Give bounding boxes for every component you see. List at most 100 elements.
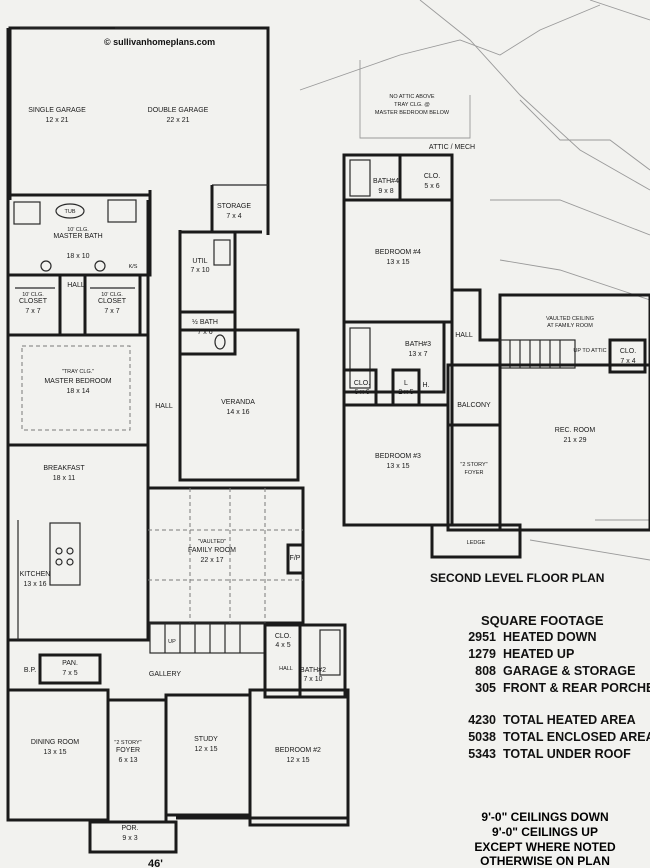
- tub-label: TUB: [65, 209, 76, 215]
- veranda-size: 14 x 16: [227, 409, 250, 416]
- closet-top-size: 5 x 6: [424, 183, 439, 190]
- rec-room-label: REC. ROOM: [555, 427, 596, 434]
- roof-outline: [299, 0, 650, 561]
- hall-label: HALL: [155, 403, 173, 410]
- footage-label: TOTAL UNDER ROOF: [503, 747, 631, 761]
- closet-label: CLO.: [275, 633, 291, 640]
- footage-row: 4230 TOTAL HEATED AREA: [458, 713, 636, 727]
- first-floor-walls: [6, 26, 350, 854]
- pantry-size: 7 x 5: [62, 670, 77, 677]
- hall-small-label: HALL: [279, 666, 293, 672]
- bedroom4-size: 13 x 15: [387, 259, 410, 266]
- closet-right-label: CLO.: [620, 348, 636, 355]
- master-bedroom-note: "TRAY CLG.": [62, 369, 94, 375]
- attic-note-line-1: NO ATTIC ABOVE: [389, 94, 434, 100]
- half-bath-label: ½ BATH: [192, 318, 218, 326]
- bath3-label: BATH#3: [405, 341, 431, 348]
- double-garage-size: 22 x 21: [167, 117, 190, 124]
- footage-row: 5343 TOTAL UNDER ROOF: [458, 747, 631, 761]
- footage-label: TOTAL HEATED AREA: [503, 713, 636, 727]
- porch-size: 9 x 3: [122, 835, 137, 842]
- gallery-label: GALLERY: [149, 671, 181, 678]
- util-label: UTIL: [192, 258, 207, 265]
- closet-left-label: CLO.: [354, 380, 370, 387]
- square-footage-title: SQUARE FOOTAGE: [481, 613, 604, 628]
- master-bath-label: MASTER BATH: [53, 233, 102, 240]
- bedroom2-size: 12 x 15: [287, 757, 310, 764]
- kitchen-label: KITCHEN: [20, 571, 51, 578]
- vaulted-note-line-2: AT FAMILY ROOM: [547, 323, 593, 329]
- master-bedroom-label: MASTER BEDROOM: [44, 378, 111, 385]
- bedroom3-label: BEDROOM #3: [375, 453, 421, 460]
- footage-number: 2951: [468, 630, 496, 644]
- closet-right-size: 7 x 7: [104, 308, 119, 315]
- bath4-label: BATH#4: [373, 178, 399, 185]
- ceiling-note-line: 9'-0" CEILINGS DOWN: [481, 810, 609, 824]
- rec-room-size: 21 x 29: [564, 437, 587, 444]
- foyer-note: "2 STORY": [114, 740, 141, 746]
- footage-number: 4230: [468, 713, 496, 727]
- linen-closet-label: L: [404, 380, 408, 387]
- ceiling-note-line: EXCEPT WHERE NOTED: [474, 840, 616, 854]
- stair-up-label: UP: [168, 639, 176, 645]
- bedroom3-size: 13 x 15: [387, 463, 410, 470]
- half-bath-size: 7 x 6: [197, 329, 212, 336]
- width-dimension: 46': [148, 858, 163, 868]
- study-size: 12 x 15: [195, 746, 218, 753]
- closet-top-label: CLO.: [424, 173, 440, 180]
- footage-label: TOTAL ENCLOSED AREA: [503, 730, 650, 744]
- double-garage-label: DOUBLE GARAGE: [148, 107, 209, 114]
- footage-number: 1279: [468, 647, 496, 661]
- vaulted-note-line-1: VAULTED CEILING: [546, 316, 594, 322]
- footage-number: 5343: [468, 747, 496, 761]
- bedroom4-label: BEDROOM #4: [375, 249, 421, 256]
- foyer-note-line-1: "2 STORY": [460, 462, 487, 468]
- hall-top-label: HALL: [67, 282, 85, 289]
- closet-right-label: CLOSET: [98, 298, 127, 305]
- study-label: STUDY: [194, 736, 218, 743]
- family-room-label: FAMILY ROOM: [188, 547, 236, 554]
- closet-right-note: 10' CLG.: [101, 292, 123, 298]
- bp-label: B.P.: [24, 667, 36, 674]
- family-room-size: 22 x 17: [201, 557, 224, 564]
- bath3-size: 13 x 7: [408, 351, 427, 358]
- ledge-label: LEDGE: [467, 540, 486, 546]
- foyer-note-line-2: FOYER: [465, 470, 484, 476]
- first-floor-labels: SINGLE GARAGE 12 x 21 DOUBLE GARAGE 22 x…: [19, 107, 326, 842]
- dining-size: 13 x 15: [44, 749, 67, 756]
- balcony-label: BALCONY: [457, 402, 491, 409]
- second-floor-walls: [342, 153, 650, 559]
- bath4-size: 9 x 8: [378, 188, 393, 195]
- fireplace-label: F/P: [290, 555, 301, 562]
- footage-label: HEATED UP: [503, 647, 575, 661]
- closet-size: 4 x 5: [275, 642, 290, 649]
- breakfast-label: BREAKFAST: [43, 465, 85, 472]
- footage-number: 305: [475, 681, 496, 695]
- closet-left-size: 7 x 7: [25, 308, 40, 315]
- bath2-label: BATH#2: [300, 667, 326, 674]
- ceiling-note-line: OTHERWISE ON PLAN: [480, 854, 610, 868]
- single-garage-size: 12 x 21: [46, 117, 69, 124]
- pantry-label: PAN.: [62, 660, 78, 667]
- bath2-size: 7 x 10: [303, 676, 322, 683]
- kitchen-size: 13 x 16: [24, 581, 47, 588]
- closet-left-label: CLOSET: [19, 298, 48, 305]
- breakfast-size: 18 x 11: [53, 475, 76, 482]
- linen-closet-size: 2 x 5: [398, 389, 413, 396]
- storage-label: STORAGE: [217, 203, 251, 210]
- up-to-attic-label: UP TO ATTIC: [573, 348, 606, 354]
- dining-label: DINING ROOM: [31, 739, 79, 746]
- footage-number: 808: [475, 664, 496, 678]
- foyer-size: 6 x 13: [118, 757, 137, 764]
- second-floor-labels: NO ATTIC ABOVE TRAY CLG. @ MASTER BEDROO…: [354, 94, 636, 546]
- attic-note-line-3: MASTER BEDROOM BELOW: [375, 110, 450, 116]
- veranda-label: VERANDA: [221, 399, 255, 406]
- closet-left-size: 6 x 6: [354, 389, 369, 396]
- website-watermark: © sullivanhomeplans.com: [104, 37, 216, 47]
